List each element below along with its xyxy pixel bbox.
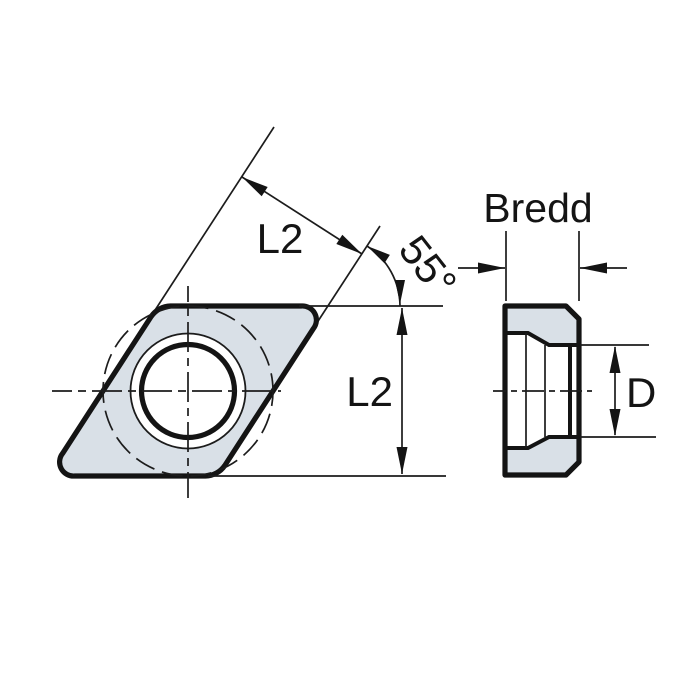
- side-body-outline: [502, 303, 582, 478]
- edge-length-label: L2: [257, 215, 304, 262]
- height-arrow-bottom: [396, 447, 408, 474]
- side-bottom-cap: [505, 437, 579, 475]
- insert-side-view: [493, 303, 592, 478]
- edge-length-arrow-right: [336, 234, 362, 254]
- angle-arrow-upper: [367, 246, 390, 264]
- right-edge-extension-line: [308, 225, 381, 336]
- width-label: Bredd: [483, 185, 592, 231]
- side-hole-top-profile: [505, 331, 578, 347]
- diameter-arrow-top: [609, 346, 621, 373]
- height-label: L2: [346, 368, 393, 415]
- width-arrow-left: [478, 262, 505, 274]
- left-edge-extension-line: [147, 126, 275, 322]
- dimension-width: Bredd: [458, 185, 627, 301]
- width-arrow-right: [580, 262, 607, 274]
- height-arrow-top: [396, 308, 408, 335]
- dimension-hole-diameter: D: [580, 344, 656, 438]
- dimension-height: L2: [208, 308, 446, 477]
- insert-top-view: [52, 126, 381, 498]
- dimension-corner-angle: 55°: [299, 227, 466, 307]
- side-hole-bottom-profile: [505, 435, 578, 450]
- angle-arrow-lower: [395, 280, 405, 304]
- dimension-edge-length: L2: [241, 176, 363, 262]
- side-top-cap: [505, 306, 579, 345]
- diameter-arrow-bottom: [609, 409, 621, 436]
- hole-diameter-label: D: [626, 369, 656, 416]
- edge-length-arrow-left: [242, 177, 268, 197]
